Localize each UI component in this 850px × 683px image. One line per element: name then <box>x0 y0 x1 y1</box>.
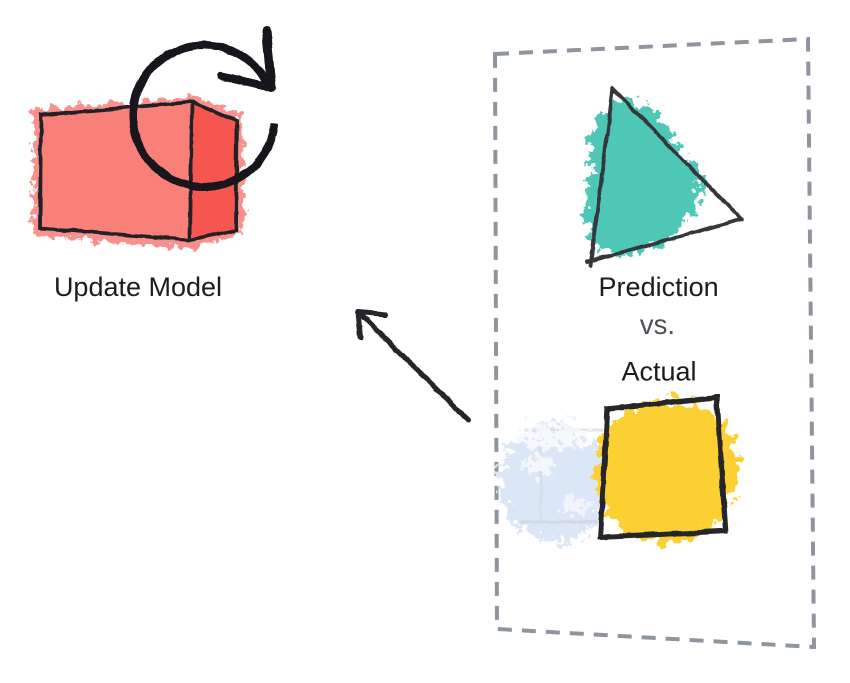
svg-text:vs.: vs. <box>640 309 675 340</box>
svg-text:Prediction: Prediction <box>599 272 719 302</box>
svg-text:Actual: Actual <box>621 357 696 387</box>
svg-text:Update Model: Update Model <box>54 272 222 302</box>
